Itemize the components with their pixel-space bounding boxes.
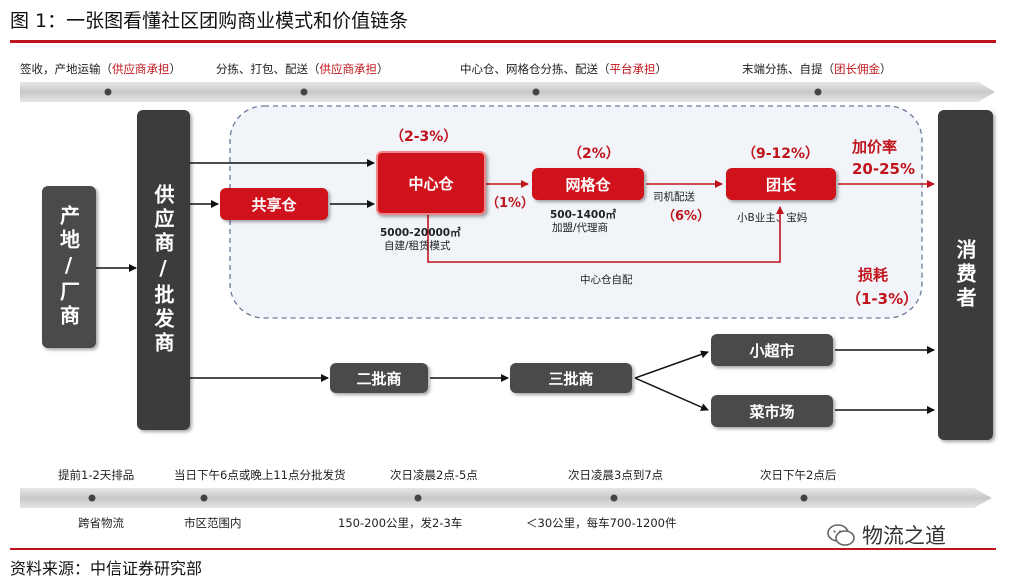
top-band-label-1: 签收，产地运输（供应商承担） (20, 62, 181, 76)
small-supermarket-box: 小超市 (711, 334, 833, 366)
markup-value: 20-25% (852, 160, 916, 178)
markup-title: 加价率 (852, 138, 898, 156)
vegetable-market-box: 菜市场 (711, 395, 833, 427)
band-dot (300, 88, 308, 96)
band-dot (104, 88, 112, 96)
band-dot (532, 88, 540, 96)
producer-box: 产地/厂商 (42, 186, 96, 348)
band-dot (88, 494, 96, 502)
supplier-box: 供应商/批发商 (137, 110, 190, 430)
band-dot (414, 494, 422, 502)
consumer-box: 消费者 (938, 110, 993, 440)
driver-delivery-note: 司机配送 (653, 191, 695, 203)
bottom-band-arrow (20, 488, 992, 508)
central-mode-note: 自建/租赁模式 (384, 240, 451, 252)
shared-warehouse-box: 共享仓 (220, 188, 328, 220)
second-wholesaler-box: 二批商 (330, 363, 428, 393)
direct-delivery-note: 中心仓自配 (580, 274, 633, 286)
leader-types-note: 小B业主、宝妈 (737, 212, 808, 224)
timeline-time-5: 次日下午2点后 (760, 468, 837, 482)
figure-title: 图 1：一张图看懂社区团购商业模式和价值链条 (10, 10, 409, 32)
third-wholesaler-box: 三批商 (510, 363, 632, 393)
band-dot (200, 494, 208, 502)
loss-title: 损耗 (858, 266, 889, 284)
timeline-desc-1: 跨省物流 (78, 516, 124, 530)
band-dot (800, 494, 808, 502)
grid-size-note: 500-1400㎡ (550, 209, 616, 221)
central-size-note: 5000-20000㎡ (380, 227, 461, 239)
timeline-time-2: 当日下午6点或晚上11点分批发货 (174, 468, 346, 482)
timeline-desc-2: 市区范围内 (184, 516, 242, 530)
source-divider (10, 548, 996, 550)
wechat-icon (827, 524, 855, 546)
central-warehouse-box: 中心仓 (376, 151, 486, 215)
timeline-time-3: 次日凌晨2点-5点 (390, 468, 478, 482)
source-note: 资料来源：中信证券研究部 (10, 559, 203, 578)
top-band-label-3: 中心仓、网格仓分拣、配送（平台承担） (460, 62, 667, 76)
top-band-label-2: 分拣、打包、配送（供应商承担） (216, 62, 389, 76)
top-band-arrow (20, 82, 995, 102)
top-band-label-4: 末端分拣、自提（团长佣金） (742, 62, 892, 76)
band-dot (610, 494, 618, 502)
grid-mode-note: 加盟/代理商 (552, 222, 609, 234)
watermark-text: 物流之道 (862, 524, 946, 548)
central-to-grid-pct: （1%） (486, 196, 535, 211)
watermark-logo: 物流之道 (826, 520, 946, 550)
supplier-label: 供应商/批发商 (151, 184, 175, 356)
band-dot (814, 88, 822, 96)
loss-value: （1-3%） (846, 290, 919, 308)
timeline-time-4: 次日凌晨3点到7点 (568, 468, 664, 482)
producer-label: 产地/厂商 (56, 205, 81, 329)
group-leader-box: 团长 (726, 168, 836, 200)
timeline-desc-3: 150-200公里，发2-3车 (338, 516, 463, 530)
grid-to-leader-pct: （6%） (662, 209, 711, 224)
consumer-label: 消费者 (953, 239, 977, 311)
grid-warehouse-box: 网格仓 (532, 168, 644, 200)
timeline-desc-4: ＜30公里，每车700-1200件 (526, 516, 677, 530)
central-pct: （2-3%） (390, 129, 458, 145)
leader-pct: （9-12%） (742, 146, 820, 162)
grid-pct: （2%） (568, 146, 620, 162)
title-divider (10, 40, 996, 43)
timeline-time-1: 提前1-2天排品 (58, 468, 135, 482)
